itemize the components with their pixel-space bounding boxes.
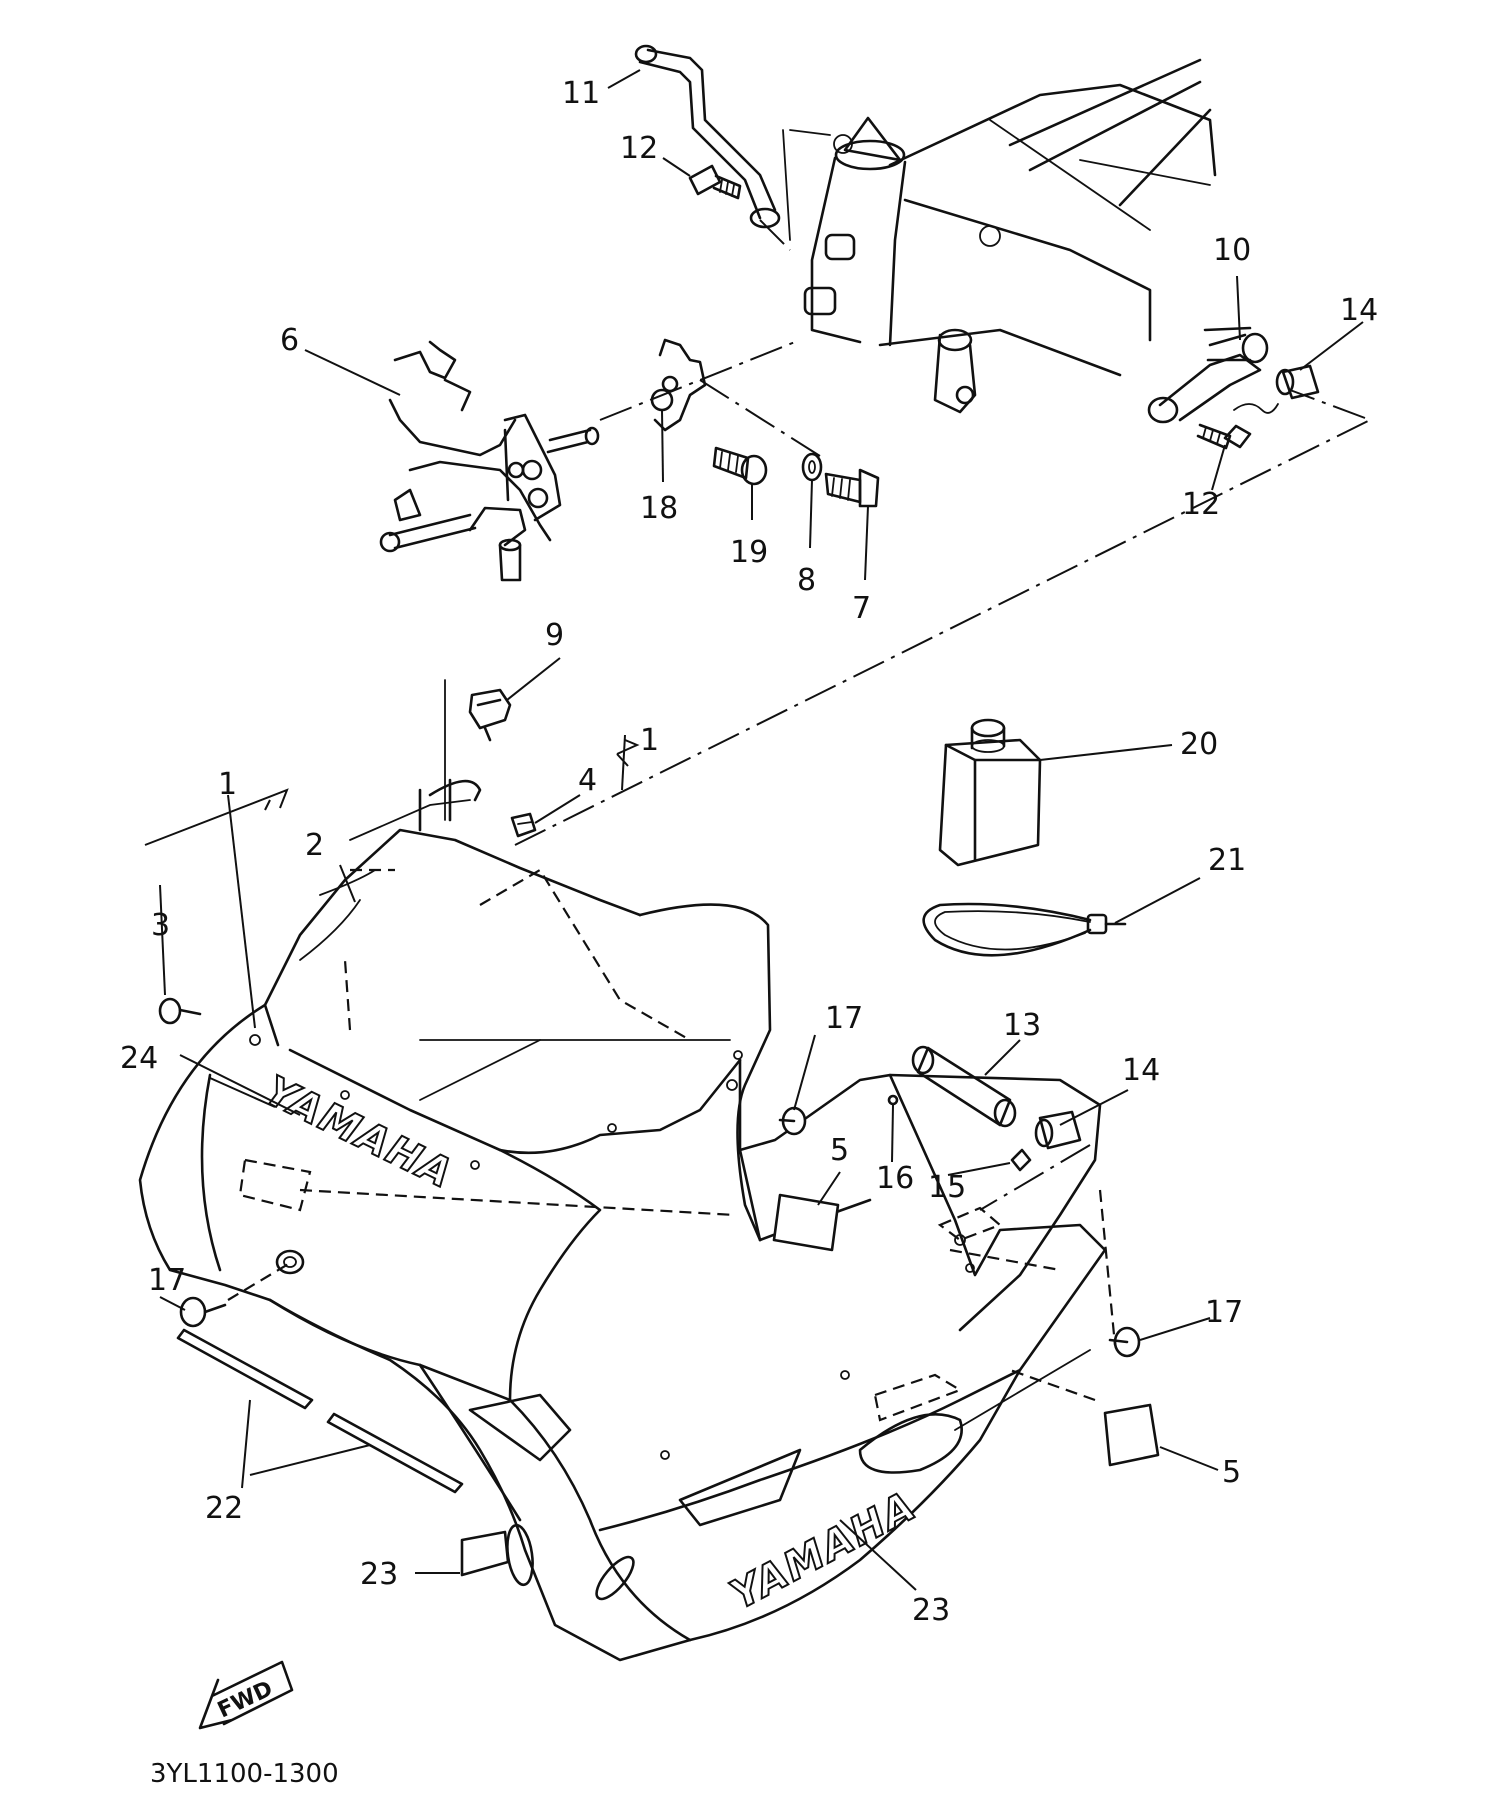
leader-lines xyxy=(144,69,1364,1591)
callout-17: 17 xyxy=(1205,1295,1243,1330)
callout-16: 16 xyxy=(876,1161,914,1196)
band-21 xyxy=(922,902,1127,957)
panel-23 xyxy=(460,1530,510,1577)
windshield xyxy=(263,778,642,1152)
callout-5: 5 xyxy=(1222,1455,1241,1490)
grommet-5-upper xyxy=(772,1193,840,1252)
callout-14: 14 xyxy=(1340,293,1378,328)
callout-1: 1 xyxy=(218,767,237,802)
brand-decal-lower: YAMAHA xyxy=(723,1483,924,1619)
bolt-7 xyxy=(824,468,880,508)
callout-23: 23 xyxy=(912,1593,950,1628)
clip-9 xyxy=(468,688,512,742)
callout-10: 10 xyxy=(1213,233,1251,268)
callout-22: 22 xyxy=(205,1491,243,1526)
collar-14-lower xyxy=(1034,1110,1082,1150)
screw-17-c xyxy=(1108,1326,1141,1358)
callout-12: 12 xyxy=(1182,487,1220,522)
stay-10 xyxy=(1147,326,1269,424)
washer-8 xyxy=(801,452,823,482)
callout-7: 7 xyxy=(852,591,871,626)
callout-23: 23 xyxy=(360,1557,398,1592)
bottle-20 xyxy=(938,718,1042,867)
screw-17-a xyxy=(778,1106,807,1136)
callout-2: 2 xyxy=(305,828,324,863)
forward-direction-arrow: FWD xyxy=(198,1660,294,1730)
callout-12: 12 xyxy=(620,131,658,166)
grommet-5-lower xyxy=(1103,1403,1160,1467)
diagram-code: 3YL1100-1300 xyxy=(150,1759,339,1789)
callout-19: 19 xyxy=(730,535,768,570)
strip-22 xyxy=(176,1328,464,1494)
brand-decal-upper: YAMAHA xyxy=(258,1068,461,1198)
callout-15: 15 xyxy=(928,1170,966,1205)
callout-9: 9 xyxy=(545,618,564,653)
callout-17: 17 xyxy=(825,1001,863,1036)
clip-15 xyxy=(1010,1148,1032,1172)
collar-14-upper xyxy=(1233,364,1320,414)
bolt-12-upper xyxy=(688,164,742,200)
callout-18: 18 xyxy=(640,491,678,526)
callout-21: 21 xyxy=(1208,843,1246,878)
frame-headstock xyxy=(803,58,1217,414)
callout-5: 5 xyxy=(830,1133,849,1168)
screw-17-b xyxy=(179,1296,227,1328)
bolt-12-lower xyxy=(1196,423,1252,450)
callout-13: 13 xyxy=(1003,1008,1041,1043)
callout-1: 1 xyxy=(640,723,659,758)
bracket-18 xyxy=(650,338,707,432)
callout-14: 14 xyxy=(1122,1053,1160,1088)
callout-4: 4 xyxy=(578,763,597,798)
callout-24: 24 xyxy=(120,1041,158,1076)
reference-lines xyxy=(227,129,1371,1402)
stay-bracket-11 xyxy=(634,44,781,229)
screw-3 xyxy=(158,997,202,1025)
callout-3: 3 xyxy=(151,908,170,943)
callout-11: 11 xyxy=(562,76,600,111)
stay-assembly-6 xyxy=(379,340,600,582)
callout-17: 17 xyxy=(148,1263,186,1298)
callout-6: 6 xyxy=(280,323,299,358)
nut-4 xyxy=(510,812,537,838)
pin-16 xyxy=(887,1094,899,1106)
callout-20: 20 xyxy=(1180,727,1218,762)
upper-cowling: YAMAHA xyxy=(138,868,772,1402)
callout-8: 8 xyxy=(797,563,816,598)
bolt-19 xyxy=(712,446,768,486)
pin-13 xyxy=(911,1045,1017,1128)
callout-labels: 1 1 2 3 4 5 5 6 7 8 9 10 11 12 12 13 14 … xyxy=(120,76,1378,1628)
